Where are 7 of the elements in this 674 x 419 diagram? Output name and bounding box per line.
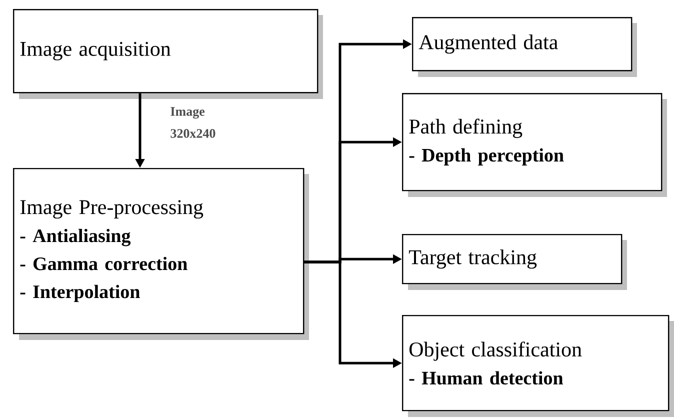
process-box: Target tracking bbox=[402, 234, 627, 290]
process-box: Path defining - Depth perception bbox=[402, 93, 667, 197]
process-box: Augmented data bbox=[412, 17, 637, 77]
edge-label: Image 320x240 bbox=[170, 107, 216, 138]
process-box: Image acquisition bbox=[13, 9, 323, 99]
process-box: Image Pre-processing - Antialiasing - Gamma correction - Interpolation bbox=[13, 168, 309, 340]
process-box: Object classification - Human detection bbox=[402, 314, 674, 417]
